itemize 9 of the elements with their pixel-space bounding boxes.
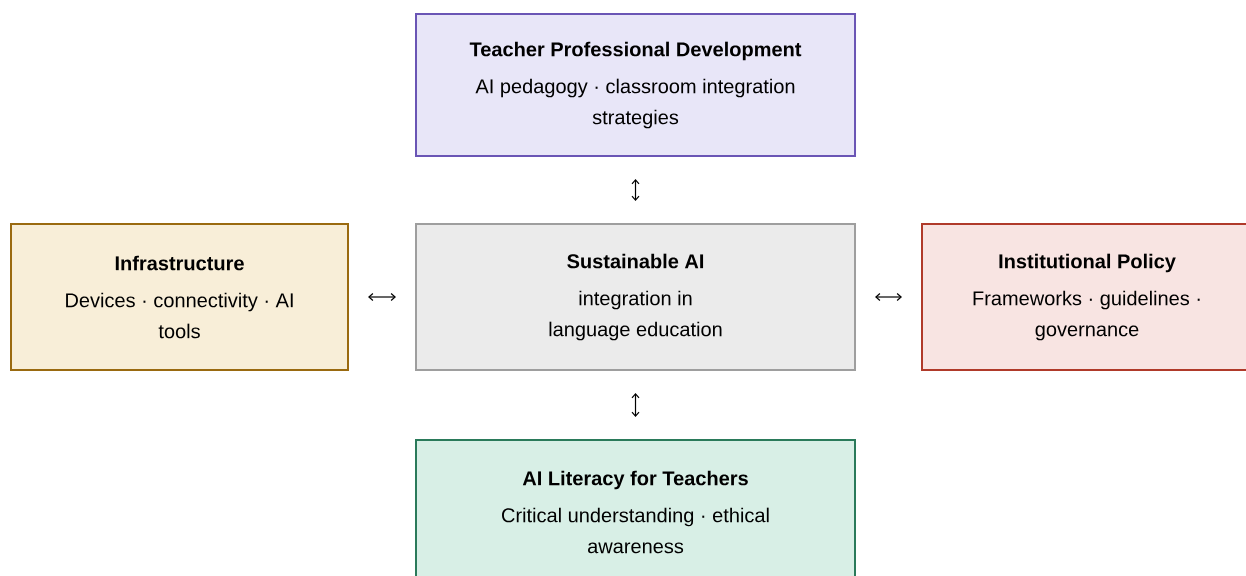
arrow (875, 292, 902, 302)
box: AI Literacy for Teachers Critical understanding · ethical awareness (415, 439, 856, 576)
box: Institutional Policy Frameworks · guidelines · governance (921, 223, 1246, 371)
arrow (631, 393, 640, 417)
arrow (368, 292, 396, 302)
box: Infrastructure Devices · connectivity · AI tools (10, 223, 349, 371)
box: Teacher Professional Development AI pedagogy · classroom integration strategies (415, 13, 856, 157)
arrow (631, 179, 640, 201)
box: Sustainable AI integration in language education (415, 223, 856, 371)
